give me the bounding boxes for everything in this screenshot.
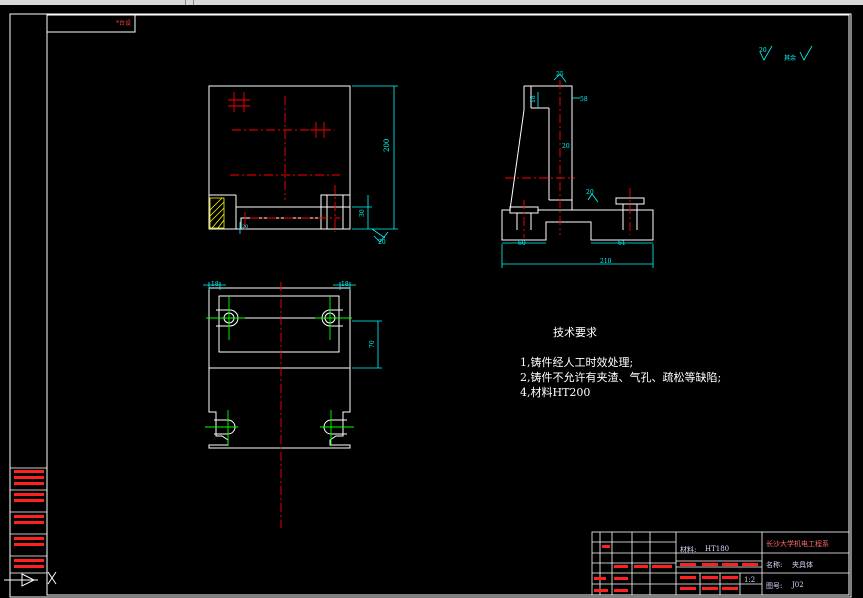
left-margin-blocks — [9, 467, 48, 574]
dim-side-total-width: 210 — [600, 258, 612, 265]
hatch-pattern — [209, 197, 225, 229]
technical-requirement-item: 2,铸件不允许有夹渣、气孔、疏松等缺陷; — [520, 371, 722, 384]
dim-plan-left-slot: 18 — [211, 281, 219, 288]
title-block-school: 长沙大学机电工程系 — [766, 540, 829, 548]
roughness-value: 20 — [759, 47, 767, 54]
dim-side-left-width: 60 — [518, 240, 526, 247]
dim-side-finish: 20 — [586, 189, 594, 196]
inner-border — [46, 14, 850, 596]
window-title-strip — [0, 0, 863, 5]
technical-requirements-list: 1,铸件经人工时效处理; 2,铸件不允许有夹渣、气孔、疏松等缺陷; 4,材料HT… — [520, 355, 721, 400]
corner-box — [46, 14, 136, 33]
dim-front-left-small: 20 — [242, 224, 248, 230]
technical-requirement-item: 4,材料HT200 — [520, 386, 591, 399]
side-view — [501, 73, 654, 268]
dim-side-mid: 20 — [562, 143, 570, 150]
title-block-drawing-no-label: 图号: — [766, 582, 783, 590]
dim-plan-height: 70 — [369, 340, 376, 348]
dim-plan-right-slot: 18 — [341, 281, 349, 288]
dim-front-height: 200 — [383, 139, 391, 152]
roughness-other: 其余 — [784, 54, 796, 62]
title-block-material-label: 材料: — [680, 546, 697, 554]
roughness-symbols — [759, 45, 813, 61]
dim-side-right-width: 61 — [618, 240, 626, 247]
toolbar-segment — [0, 0, 186, 5]
left-margin-red-marks — [14, 470, 44, 568]
dim-side-h1: 18 — [530, 95, 537, 103]
dim-side-r: 58 — [580, 96, 588, 103]
dim-front-small: 30 — [359, 209, 366, 217]
technical-requirements-title: 技术要求 — [553, 326, 597, 339]
toolbar-segment — [185, 0, 194, 5]
title-block-drawing-no-value: J02 — [792, 581, 804, 589]
ucs-icon — [4, 571, 57, 587]
title-block-red-marks — [594, 545, 758, 592]
dim-front-bottom: 20 — [378, 239, 386, 246]
front-view — [208, 85, 398, 243]
corner-label: *台设 — [116, 20, 132, 27]
title-block-name-value: 夹具体 — [792, 561, 813, 569]
plan-view — [203, 282, 382, 528]
technical-requirement-item: 1,铸件经人工时效处理; — [520, 356, 634, 369]
dim-side-top: 25 — [556, 71, 564, 78]
outer-border — [9, 13, 852, 598]
title-block — [591, 531, 850, 596]
title-block-material-value: HT180 — [705, 545, 730, 553]
title-block-scale: 1:2 — [744, 576, 756, 584]
title-block-name-label: 名称: — [766, 561, 783, 569]
